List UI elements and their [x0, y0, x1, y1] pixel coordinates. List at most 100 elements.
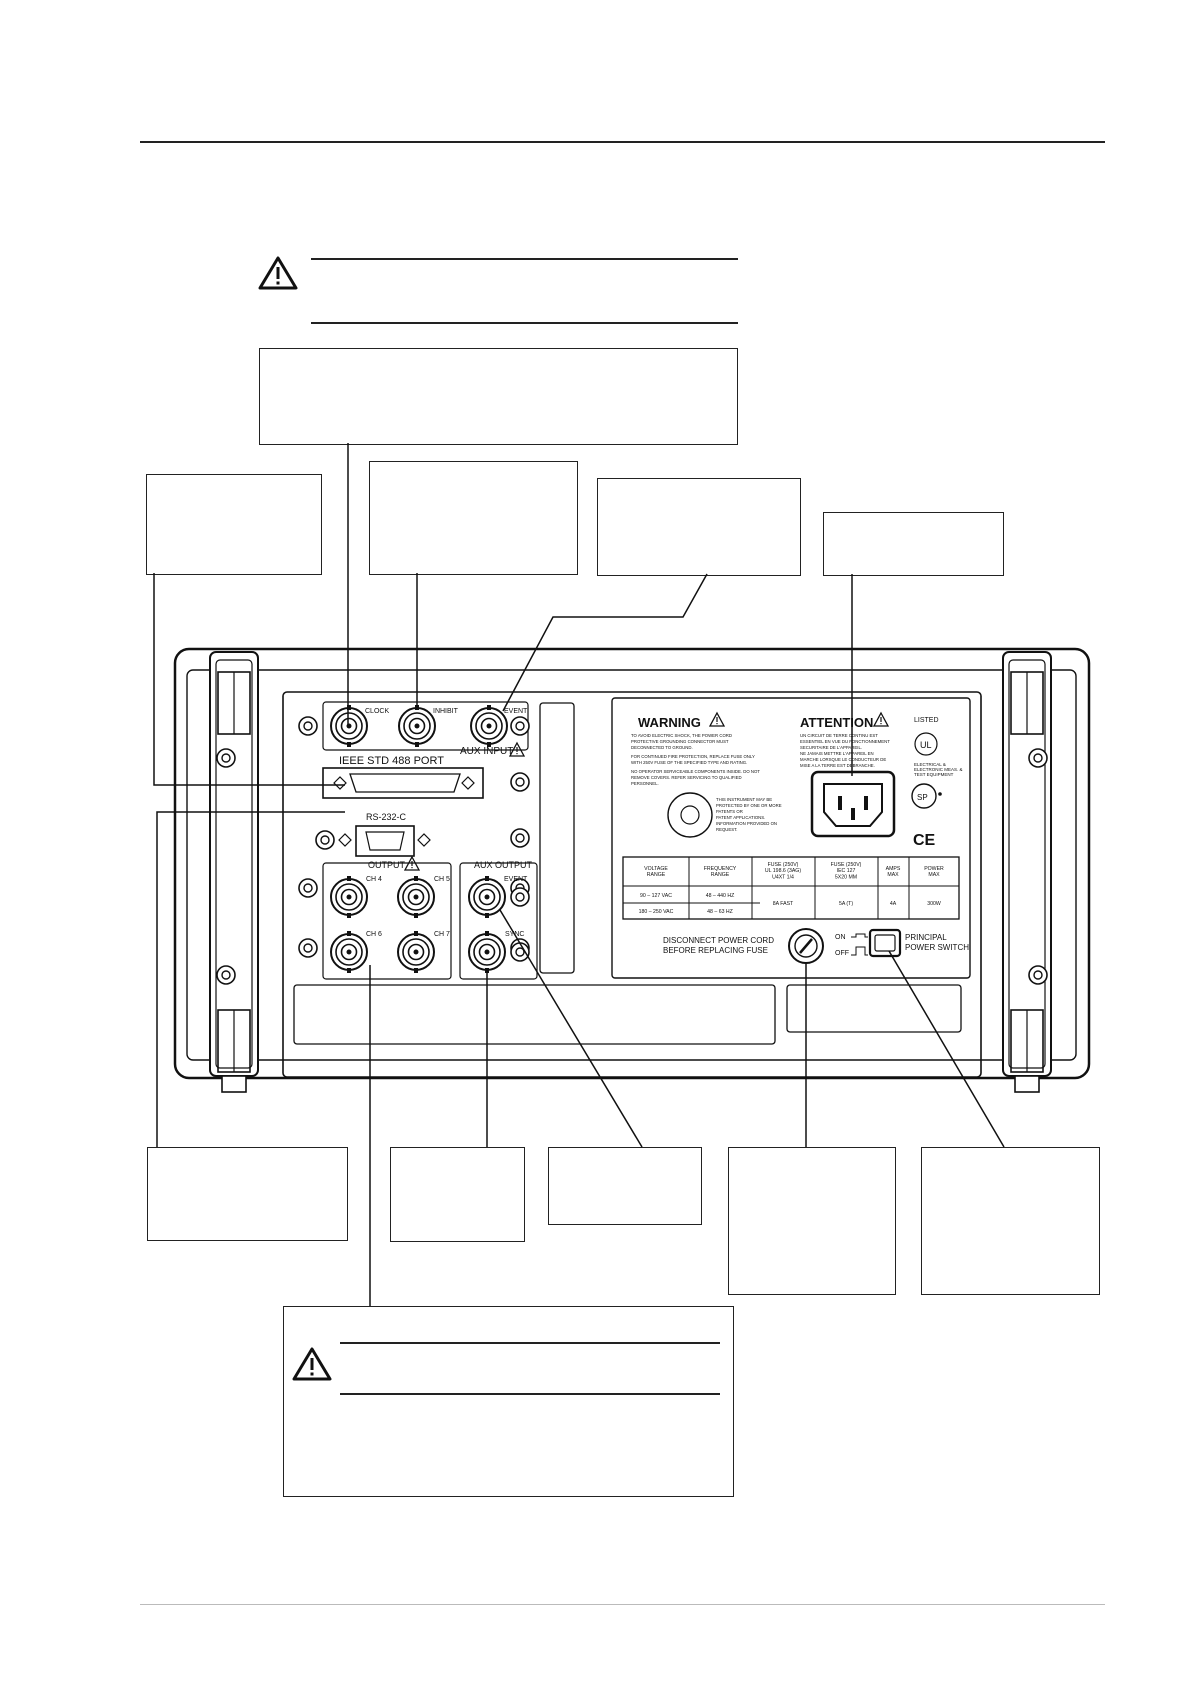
callout-power-switch [921, 1147, 1100, 1295]
caution-icon [258, 256, 298, 290]
right-handle [1002, 651, 1052, 1093]
rs232-label: RS-232-C [366, 812, 407, 822]
power-receptacle [810, 770, 896, 838]
attention-title: ATTENTION [800, 715, 873, 730]
svg-text:SECURITAIRE DE L'APPAREIL.: SECURITAIRE DE L'APPAREIL. [800, 745, 862, 750]
rear-plate [282, 691, 982, 1078]
aux-output-label: AUX OUTPUT [474, 860, 533, 870]
svg-text:ELECTRONIC MEAS. &: ELECTRONIC MEAS. & [914, 767, 963, 772]
output-label: OUTPUT [368, 860, 406, 870]
switch-label-1: PRINCIPAL [905, 933, 947, 942]
svg-text:PATENT APPLICATIONS.: PATENT APPLICATIONS. [716, 815, 765, 820]
left-handle [209, 651, 259, 1093]
table-cell: 90 – 127 VAC [640, 893, 672, 899]
callout-output-caution [283, 1306, 734, 1497]
svg-text:SP: SP [917, 793, 928, 802]
inhibit-label: INHIBIT [433, 708, 459, 715]
table-cell: 8A FAST [773, 901, 794, 907]
svg-text:REMOVE COVERS. REFER SERVICING: REMOVE COVERS. REFER SERVICING TO QUALIF… [631, 775, 742, 780]
svg-text:ESSENTIEL EN VUE DU FONCTIONNE: ESSENTIEL EN VUE DU FONCTIONNEMENT [800, 739, 890, 744]
ce-mark: CE [913, 832, 936, 849]
fuse-note-1: DISCONNECT POWER CORD [663, 936, 774, 945]
svg-text:WITH 250V FUSE OF THE SPECIFIE: WITH 250V FUSE OF THE SPECIFIED TYPE AND… [631, 760, 747, 765]
svg-text:FOR CONTINUED FIRE PROTECTION,: FOR CONTINUED FIRE PROTECTION, REPLACE F… [631, 754, 755, 759]
listed-label: LISTED [914, 717, 939, 724]
output-caution-top-rule [340, 1342, 720, 1344]
table-cell: 180 – 250 VAC [639, 909, 674, 915]
event-output-label: EVENT [504, 876, 528, 883]
ch6-label: CH 6 [366, 931, 382, 938]
patent-text: THIS INSTRUMENT MAY BE PROTECTED BY ONE … [716, 797, 782, 832]
blank-slot [539, 702, 575, 974]
callout-event-output [548, 1147, 702, 1225]
output-frame [322, 862, 452, 980]
callout-clock-input [259, 348, 738, 445]
callout-fuse [728, 1147, 896, 1295]
fuse-note-2: BEFORE REPLACING FUSE [663, 946, 768, 955]
lower-panel-right [786, 984, 962, 1033]
table-header-fuse-ul: FUSE (250V)UL 198.6 (3AG)U4XT 1/4 [765, 862, 801, 880]
header-rule [140, 141, 1105, 143]
svg-text:INFORMATION PROVIDED ON: INFORMATION PROVIDED ON [716, 821, 777, 826]
warning-title: WARNING [638, 715, 701, 730]
ground-stud [667, 792, 713, 838]
svg-text:MARCHE LORSQUE LE CONDUCTEUR D: MARCHE LORSQUE LE CONDUCTEUR DE [800, 757, 886, 762]
svg-text:PROTECTIVE GROUNDING CONNECTOR: PROTECTIVE GROUNDING CONNECTOR MUST [631, 739, 729, 744]
table-cell: 4A [890, 901, 897, 907]
callout-power-receptacle [823, 512, 1004, 576]
leader-lines [153, 443, 1005, 1306]
ul-mark [914, 732, 938, 756]
svg-text:DECONNECTED TO GROUND.: DECONNECTED TO GROUND. [631, 745, 693, 750]
attention-text: UN CIRCUIT DE TERRE CONTINU EST ESSENTIE… [800, 733, 890, 768]
chassis-inner [186, 669, 1077, 1061]
svg-text:PATENTS OR: PATENTS OR [716, 809, 743, 814]
ieee-port-label: IEEE STD 488 PORT [339, 755, 444, 767]
callout-event-input [597, 478, 801, 576]
warning-text: TO AVOID ELECTRIC SHOCK, THE POWER CORD … [631, 733, 760, 786]
label-area [611, 697, 971, 979]
lower-panel-left [293, 984, 776, 1045]
caution-icon [292, 1347, 332, 1381]
table-cell: 300W [927, 901, 941, 907]
ch7-label: CH 7 [434, 931, 450, 938]
aux-output-frame [459, 862, 538, 980]
svg-text:UL: UL [920, 740, 932, 750]
callout-rs232-port [147, 1147, 348, 1241]
ieee-port [322, 767, 484, 799]
power-switch [868, 928, 902, 958]
listing-note: ELECTRICAL & ELECTRONIC MEAS. & TEST EQU… [914, 762, 963, 777]
csa-mark [911, 783, 937, 809]
table-cell: 5A (T) [839, 901, 853, 907]
table-cell: 48 – 440 HZ [706, 893, 735, 899]
callout-ieee-port [146, 474, 322, 575]
ch4-label: CH 4 [366, 876, 382, 883]
switch-on-label: ON [835, 934, 846, 941]
svg-text:PERSONNEL.: PERSONNEL. [631, 781, 659, 786]
svg-text:MISE A LA TERRE EST DEBRANCHE.: MISE A LA TERRE EST DEBRANCHE. [800, 763, 875, 768]
footer-rule [140, 1604, 1105, 1605]
caution-top-rule [311, 258, 738, 260]
aux-input-label: AUX INPUT [460, 746, 513, 757]
callout-sync-output [390, 1147, 525, 1242]
svg-text:NE JAMAIS METTRE L'APPAREIL EN: NE JAMAIS METTRE L'APPAREIL EN [800, 751, 874, 756]
svg-text:NO OPERATOR SERVICEABLE COMPON: NO OPERATOR SERVICEABLE COMPONENTS INSID… [631, 769, 760, 774]
svg-text:UN CIRCUIT DE TERRE CONTINU ES: UN CIRCUIT DE TERRE CONTINU EST [800, 733, 878, 738]
event-input-label: EVENT [504, 708, 528, 715]
callout-inhibit-input [369, 461, 578, 575]
svg-text:PROTECTED BY ONE OR MORE: PROTECTED BY ONE OR MORE [716, 803, 782, 808]
chassis-outline [173, 647, 1091, 1080]
rs232-port [355, 825, 415, 857]
switch-off-label: OFF [835, 950, 849, 957]
caution-bottom-rule [311, 322, 738, 324]
output-caution-bottom-rule [340, 1393, 720, 1395]
svg-text:REQUEST.: REQUEST. [716, 827, 738, 832]
svg-text:ELECTRICAL &: ELECTRICAL & [914, 762, 946, 767]
ch5-label: CH 5 [434, 876, 450, 883]
table-cell: 48 – 63 HZ [707, 909, 733, 915]
